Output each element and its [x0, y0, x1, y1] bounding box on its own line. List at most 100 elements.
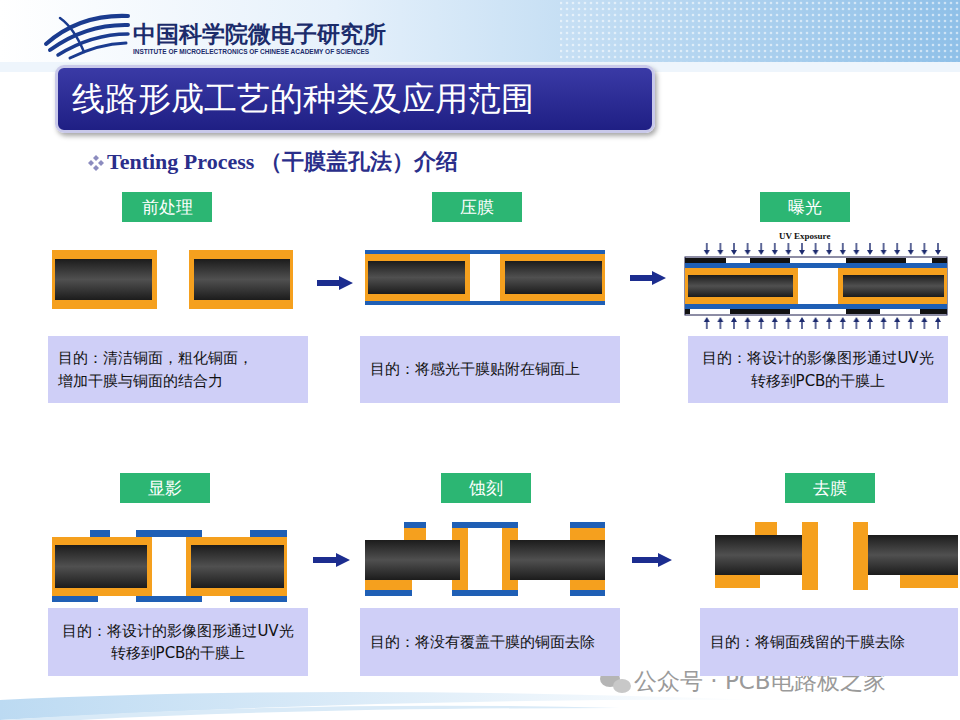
header-banner: [0, 0, 960, 72]
strip-board-part: [715, 575, 760, 588]
pretreat-board-part: [189, 250, 293, 309]
develop-board-part: [90, 530, 110, 537]
step-name: 蚀刻: [469, 477, 503, 500]
step-label: 曝光: [760, 192, 850, 222]
develop-board-part: [186, 537, 287, 596]
lamination-board-part: [365, 254, 470, 301]
develop-board-part: [230, 596, 287, 602]
section-bullet-part: [88, 160, 94, 166]
etch-board-part: [404, 522, 426, 528]
strip-board-part: [755, 522, 777, 535]
title-band: 线路形成工艺的种类及应用范围: [55, 65, 655, 133]
step-label: 显影: [120, 473, 210, 503]
exposure-board-part: [685, 309, 947, 314]
pretreat-board: [52, 250, 293, 309]
lamination-board: [365, 250, 605, 305]
step-name: 显影: [148, 477, 182, 500]
purpose-box: 目的：将设计的影像图形通过UV光 转移到PCB的干膜上: [688, 336, 948, 403]
pretreat-board-part: [194, 259, 290, 300]
logo-symbol-part: [70, 43, 126, 58]
develop-board-part: [136, 530, 202, 537]
etch-board: [365, 522, 605, 596]
etch-board-part: [502, 580, 518, 590]
etch-board-part: [570, 528, 605, 540]
institute-name: 中国科学院微电子研究所: [133, 21, 386, 47]
flow-arrow: [313, 271, 672, 567]
section-bullet: [88, 155, 104, 171]
etch-board-part: [570, 580, 605, 590]
exposure-board-part: [843, 275, 944, 297]
exposure-board-part: [685, 268, 798, 304]
section-bullet-part: [98, 160, 104, 166]
etch-board-part: [452, 528, 468, 540]
exposure-board-part: [906, 258, 932, 263]
etch-board-part: [510, 540, 605, 580]
exposure-board-part: [790, 309, 846, 314]
etch-board-part: [404, 528, 426, 540]
exposure-board-part: [690, 309, 730, 314]
lamination-board-part: [365, 250, 605, 254]
exposure-board-part: [790, 258, 846, 263]
purpose-text: 目的：清洁铜面，粗化铜面， 增加干膜与铜面的结合力: [58, 347, 266, 392]
strip-board-part: [900, 575, 958, 588]
footer-swoosh-part: [0, 692, 760, 720]
step-label: 压膜: [432, 192, 522, 222]
exposure-board-part: [685, 258, 947, 263]
develop-board-part: [191, 545, 284, 588]
etch-board-part: [452, 590, 518, 596]
etch-board-part: [570, 590, 605, 596]
flow-arrow-part: [313, 553, 350, 567]
footer-swoosh-part: [0, 706, 620, 720]
etch-board-part: [365, 580, 412, 590]
purpose-text: 目的：将感光干膜贴附在铜面上: [370, 358, 580, 381]
etch-board-part: [570, 522, 605, 528]
strip-board-part: [866, 535, 958, 575]
exposure-board-part: [726, 258, 750, 263]
purpose-text: 目的：将没有覆盖干膜的铜面去除: [370, 631, 595, 654]
exposure-board-part: [700, 243, 945, 255]
purpose-text: 目的：将设计的影像图形通过UV光 转移到PCB的干膜上: [58, 620, 298, 665]
institute-name-en: INSTITUTE OF MICROELECTRONICS OF CHINESE…: [133, 48, 369, 55]
header-banner-part: [560, 0, 960, 62]
develop-board-part: [55, 545, 147, 588]
header-banner-part: [0, 0, 960, 62]
exposure-board: [685, 243, 947, 329]
pretreat-board-part: [55, 259, 152, 300]
purpose-box: 目的：将设计的影像图形通过UV光 转移到PCB的干膜上: [48, 608, 308, 676]
strip-board-part: [802, 522, 818, 590]
exposure-label: UV Exposure: [779, 231, 830, 241]
purpose-box: 目的：将铜面残留的干膜去除: [700, 608, 958, 676]
lamination-board-part: [365, 301, 605, 305]
develop-board-part: [52, 537, 152, 596]
lamination-board-part: [505, 261, 602, 294]
develop-board: [52, 530, 287, 602]
purpose-text: 目的：将铜面残留的干膜去除: [710, 631, 905, 654]
etch-board-part: [452, 522, 518, 528]
strip-board-part: [853, 522, 868, 590]
exposure-board-part: [700, 317, 945, 329]
develop-board-part: [52, 596, 98, 602]
section-bullet-part: [93, 155, 99, 161]
exposure-board-part: [838, 268, 947, 304]
step-name: 前处理: [142, 196, 193, 219]
etch-board-part: [365, 540, 460, 580]
step-label: 前处理: [122, 192, 212, 222]
etch-board-part: [452, 580, 468, 590]
purpose-box: 目的：清洁铜面，粗化铜面， 增加干膜与铜面的结合力: [48, 336, 308, 403]
exposure-board-part: [685, 304, 947, 309]
watermark-icon-part: [613, 679, 631, 693]
strip-board: [715, 522, 958, 590]
logo-symbol: [46, 16, 128, 58]
exposure-board-part: [880, 309, 920, 314]
step-name: 曝光: [788, 196, 822, 219]
step-name: 压膜: [460, 196, 494, 219]
step-name: 去膜: [813, 477, 847, 500]
logo-symbol-part: [60, 18, 84, 52]
section-heading: Tenting Process （干膜盖孔法）介绍: [107, 149, 458, 174]
footer-swoosh: [0, 692, 760, 720]
pretreat-board-part: [52, 250, 157, 309]
flow-arrow-part: [317, 276, 353, 290]
exposure-board-part: [685, 257, 947, 315]
purpose-text: 目的：将设计的影像图形通过UV光 转移到PCB的干膜上: [698, 347, 938, 392]
